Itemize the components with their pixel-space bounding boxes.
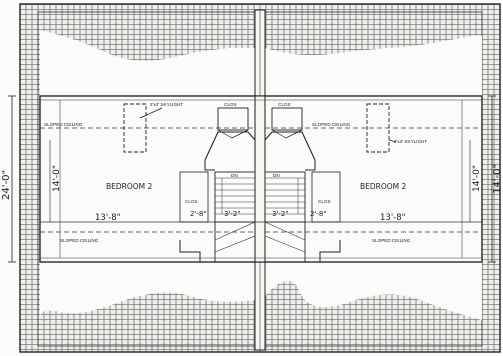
dim-stair-right: 3'-2" xyxy=(272,210,289,218)
dim-closet-right: 2'-8" xyxy=(310,210,327,218)
dim-depth-right: 14'-0" xyxy=(472,165,482,192)
dim-room-width-left: 13'-8" xyxy=(95,213,121,223)
dim-stair-left: 3'-2" xyxy=(224,210,241,218)
label-stair-dn-right: DN xyxy=(273,173,280,178)
dim-room-width-right: 13'-8" xyxy=(380,213,406,223)
label-closet-top-left: CLOS xyxy=(224,102,237,107)
label-closet-left: CLOS xyxy=(185,199,198,204)
label-stair-dn-left: DN xyxy=(231,173,238,178)
label-skylight-left: 2'x4' SKYLIGHT xyxy=(150,102,183,107)
dim-overall-depth-right: 14'-0" xyxy=(492,164,503,194)
label-sloped-ceiling-bottom-left: SLOPED CEILING xyxy=(60,238,99,243)
label-sloped-ceiling-bottom-right: SLOPED CEILING xyxy=(372,238,411,243)
stair-right xyxy=(264,171,306,223)
skylight-left xyxy=(123,103,147,153)
dim-closet-left: 2'-8" xyxy=(190,210,207,218)
label-bedroom-left: BEDROOM 2 xyxy=(106,182,153,191)
skylight-right xyxy=(366,103,390,153)
dim-depth-left: 14'-0" xyxy=(52,165,62,192)
stair-left xyxy=(214,171,256,223)
label-closet-right: CLOS xyxy=(318,199,331,204)
label-skylight-right: 2'x4' SKYLIGHT xyxy=(394,139,427,144)
label-sloped-ceiling-top-left: SLOPED CEILING xyxy=(44,122,83,127)
label-bedroom-right: BEDROOM 2 xyxy=(360,182,407,191)
label-sloped-ceiling-top-right: SLOPED CEILING xyxy=(312,122,351,127)
label-closet-top-right: CLOS xyxy=(278,102,291,107)
dim-overall-depth-left: 24'-0" xyxy=(1,170,12,200)
